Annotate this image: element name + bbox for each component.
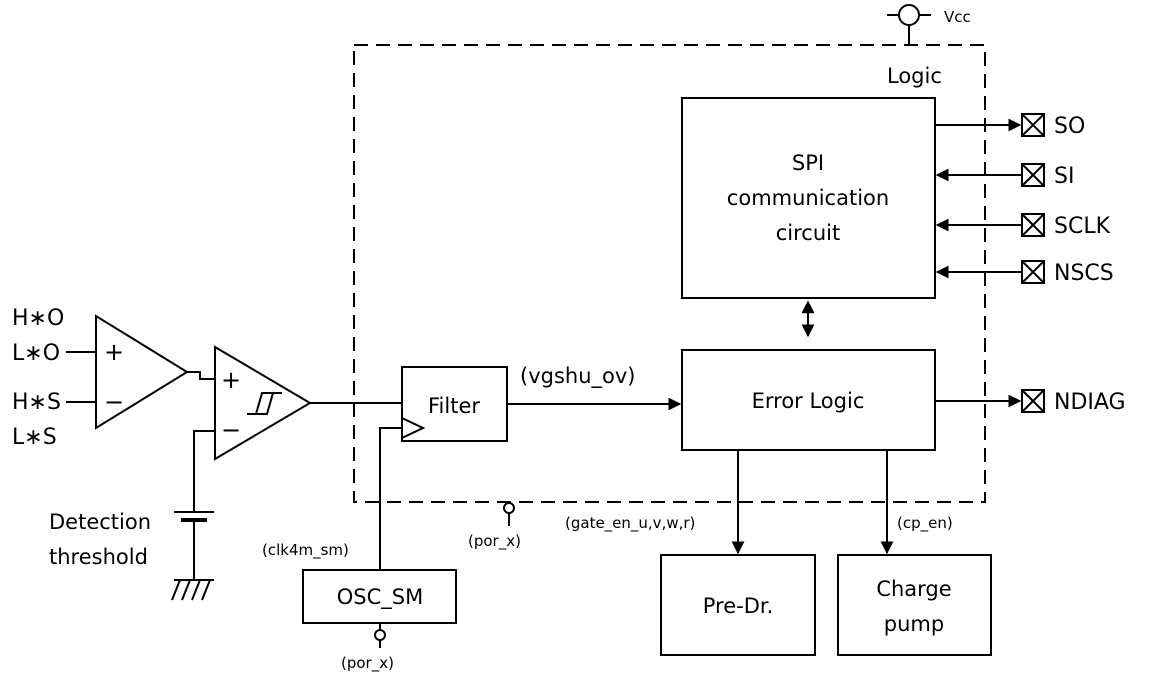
pin-si-label: SI xyxy=(1054,164,1074,189)
input-lxo: L∗O xyxy=(12,341,60,366)
pre-driver-label: Pre-Dr. xyxy=(703,594,774,618)
differential-amplifier xyxy=(95,314,189,430)
por-x-terminal-icon xyxy=(503,502,515,526)
input-hxs: H∗S xyxy=(12,390,61,415)
pin-sclk-label: SCLK xyxy=(1054,214,1111,239)
cp-en-signal-label: (cp_en) xyxy=(897,514,953,533)
logic-boundary xyxy=(353,44,986,503)
osc-sm-label: OSC_SM xyxy=(337,585,423,610)
input-hxo: H∗O xyxy=(12,306,64,331)
osc-por-x-terminal-icon xyxy=(374,623,386,648)
battery-icon xyxy=(174,511,214,522)
amp1-plus: + xyxy=(104,338,124,366)
charge-pump-label-line1: Charge xyxy=(876,577,951,601)
ground-icon xyxy=(171,579,214,601)
hysteresis-icon-return xyxy=(254,392,282,415)
threshold-wire xyxy=(193,430,215,512)
amp1-minus: − xyxy=(104,388,124,416)
pre-driver-block xyxy=(660,554,816,656)
threshold-label-line1: Detection xyxy=(49,510,151,534)
por-x-signal-label: (por_x) xyxy=(468,532,521,551)
vgshu-ov-signal-label: (vgshu_ov) xyxy=(520,364,635,389)
spi-label-line2: communication xyxy=(727,186,889,210)
vcc-label: Vcc xyxy=(944,8,971,26)
clk4m-wire xyxy=(379,427,402,570)
threshold-label-line2: threshold xyxy=(49,545,148,569)
logic-label: Logic xyxy=(887,64,942,88)
gate-en-signal-label: (gate_en_u,v,w,r) xyxy=(565,514,695,533)
pin-so-label: SO xyxy=(1054,114,1085,139)
error-logic-block xyxy=(681,349,936,451)
charge-pump-label-line2: pump xyxy=(884,612,944,636)
pin-nscs-label: NSCS xyxy=(1054,261,1114,286)
pin-sclk xyxy=(935,213,1045,237)
osc-por-x-signal-label: (por_x) xyxy=(341,654,394,673)
vcc-supply-icon xyxy=(887,4,931,45)
pin-nscs xyxy=(935,260,1045,284)
pin-si xyxy=(935,163,1045,187)
input-lxs: L∗S xyxy=(12,425,57,450)
error-logic-label: Error Logic xyxy=(752,389,865,413)
filter-label: Filter xyxy=(428,394,480,418)
pin-ndiag-label: NDIAG xyxy=(1054,390,1126,415)
amp2-plus: + xyxy=(221,366,241,394)
charge-pump-block xyxy=(837,554,992,656)
spi-block xyxy=(681,97,936,299)
clk4m-signal-label: (clk4m_sm) xyxy=(262,541,349,560)
pin-so xyxy=(935,113,1045,137)
hysteresis-icon xyxy=(247,392,275,415)
spi-label-line1: SPI xyxy=(792,151,824,175)
clock-input-icon xyxy=(401,417,426,439)
pin-ndiag xyxy=(935,389,1045,413)
amp1-to-amp2-wire xyxy=(187,371,215,380)
amp2-minus: − xyxy=(221,416,241,444)
spi-label-line3: circuit xyxy=(776,221,840,245)
hysteresis-comparator xyxy=(214,345,312,461)
